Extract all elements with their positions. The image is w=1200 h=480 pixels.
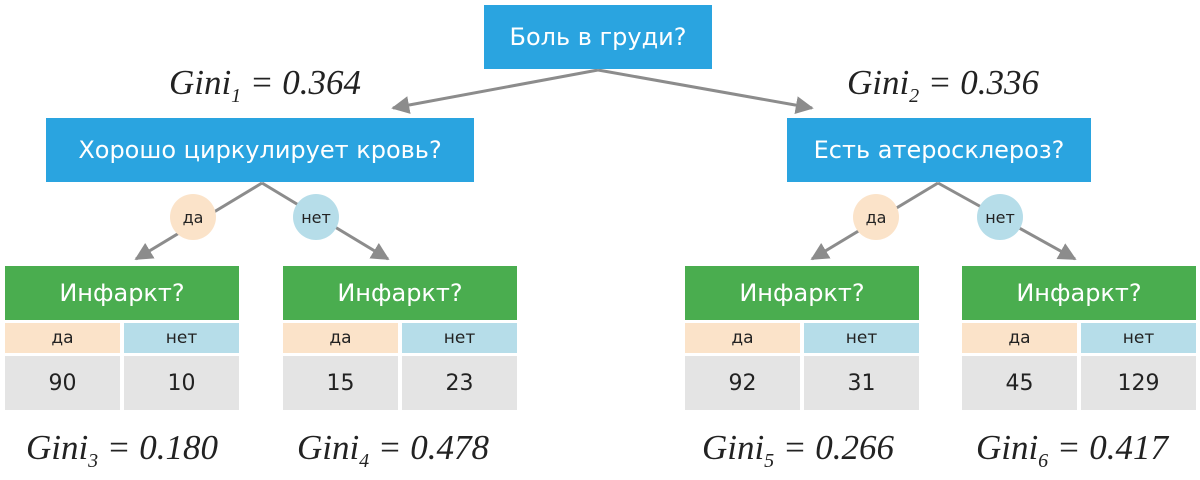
leaf-title: Инфаркт? [962, 266, 1196, 320]
left-question-label: Хорошо циркулирует кровь? [78, 136, 442, 164]
leaf-4: Инфаркт? да нет 45 129 [962, 266, 1196, 410]
leaf-yes-count: 45 [962, 356, 1077, 410]
gini-leaf-1: Gini3 = 0.180 [25, 428, 219, 472]
gini-right-split: Gini2 = 0.336 [846, 63, 1040, 107]
arrow-root-to-right [597, 68, 814, 115]
leaf-no-label: нет [804, 323, 919, 353]
gini-left-split: Gini1 = 0.364 [168, 63, 362, 107]
leaf-no-count: 10 [124, 356, 239, 410]
gini-leaf-2: Gini4 = 0.478 [296, 428, 490, 472]
leaf-no-label: нет [124, 323, 239, 353]
right-branch-no: нет [977, 194, 1023, 240]
leaf-no-label: нет [402, 323, 517, 353]
leaf-yes-count: 15 [283, 356, 398, 410]
leaf-2: Инфаркт? да нет 15 23 [283, 266, 517, 410]
gini-leaf-4: Gini6 = 0.417 [975, 428, 1169, 472]
leaf-yes-label: да [962, 323, 1077, 353]
leaf-yes-count: 90 [5, 356, 120, 410]
leaf-3: Инфаркт? да нет 92 31 [685, 266, 919, 410]
leaf-title: Инфаркт? [5, 266, 239, 320]
leaf-yes-label: да [685, 323, 800, 353]
right-branch-yes: да [853, 194, 899, 240]
gini-leaf-3: Gini5 = 0.266 [701, 428, 895, 472]
left-question-node: Хорошо циркулирует кровь? [46, 118, 474, 182]
leaf-no-count: 23 [402, 356, 517, 410]
right-question-node: Есть атеросклероз? [787, 118, 1091, 182]
right-question-label: Есть атеросклероз? [813, 136, 1065, 164]
leaf-yes-label: да [5, 323, 120, 353]
leaf-no-count: 129 [1081, 356, 1196, 410]
leaf-no-count: 31 [804, 356, 919, 410]
arrow-root-to-left [391, 68, 599, 114]
leaf-yes-label: да [283, 323, 398, 353]
left-branch-no: нет [293, 194, 339, 240]
leaf-1: Инфаркт? да нет 90 10 [5, 266, 239, 410]
root-question-label: Боль в груди? [509, 23, 687, 51]
left-branch-yes: да [170, 194, 216, 240]
leaf-title: Инфаркт? [283, 266, 517, 320]
leaf-title: Инфаркт? [685, 266, 919, 320]
root-question-node: Боль в груди? [484, 5, 712, 69]
leaf-yes-count: 92 [685, 356, 800, 410]
leaf-no-label: нет [1081, 323, 1196, 353]
